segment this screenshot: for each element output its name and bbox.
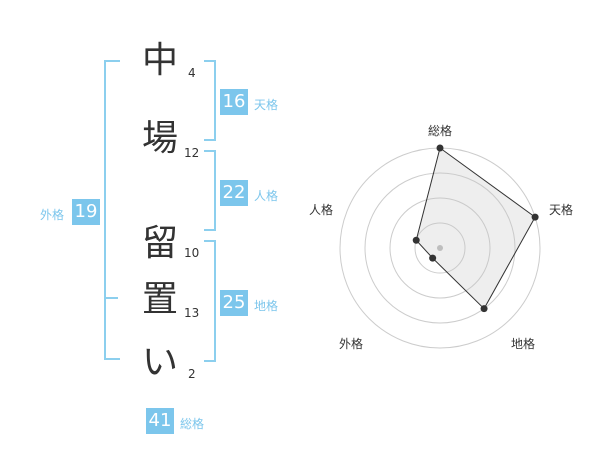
radar-ring bbox=[364, 172, 516, 324]
radar-center bbox=[437, 245, 443, 251]
radar-point-4 bbox=[429, 254, 437, 262]
name-char-1: 中 bbox=[142, 40, 179, 81]
jinkaku-badge: 22 bbox=[220, 180, 248, 206]
stroke-count-2: 12 bbox=[184, 146, 200, 160]
radar-point-1 bbox=[436, 144, 444, 152]
tenkaku-badge: 16 bbox=[220, 89, 248, 115]
gaikaku-label: 外格 bbox=[40, 208, 65, 222]
stroke-count-3: 10 bbox=[184, 246, 200, 260]
soukaku-badge: 41 bbox=[146, 408, 174, 434]
stroke-count-1: 4 bbox=[188, 66, 196, 80]
radar-ring bbox=[414, 222, 466, 274]
name-char-2: 場 bbox=[142, 118, 179, 159]
stroke-count-5: 2 bbox=[188, 367, 196, 381]
axis-label-tenkaku: 天格 bbox=[549, 203, 574, 217]
stroke-count-4: 13 bbox=[184, 306, 200, 320]
chikaku-badge: 25 bbox=[220, 290, 248, 316]
chikaku-label: 地格 bbox=[254, 299, 279, 313]
name-char-4: 置 bbox=[142, 279, 179, 320]
radar-point-3 bbox=[480, 305, 488, 313]
chikaku-bracket bbox=[204, 240, 216, 362]
name-char-5: い bbox=[142, 342, 179, 383]
radar-series bbox=[415, 147, 536, 310]
radar-ring bbox=[389, 197, 491, 299]
axis-label-gaikaku: 外格 bbox=[339, 337, 364, 351]
radar-ring bbox=[339, 147, 541, 349]
gaikaku-bracket-divider bbox=[104, 297, 118, 299]
radar-point-2 bbox=[531, 213, 539, 221]
name-char-3: 留 bbox=[142, 223, 179, 264]
soukaku-label: 総格 bbox=[180, 417, 205, 431]
jinkaku-label: 人格 bbox=[254, 189, 279, 203]
tenkaku-bracket bbox=[204, 60, 216, 141]
gaikaku-badge: 19 bbox=[72, 199, 100, 225]
tenkaku-label: 天格 bbox=[254, 98, 279, 112]
gaikaku-bracket bbox=[104, 60, 120, 360]
axis-label-soukaku: 総格 bbox=[428, 124, 453, 138]
radar-point-5 bbox=[412, 236, 420, 244]
axis-label-chikaku: 地格 bbox=[511, 337, 536, 351]
jinkaku-bracket bbox=[204, 150, 216, 231]
axis-label-jinkaku: 人格 bbox=[309, 203, 334, 217]
